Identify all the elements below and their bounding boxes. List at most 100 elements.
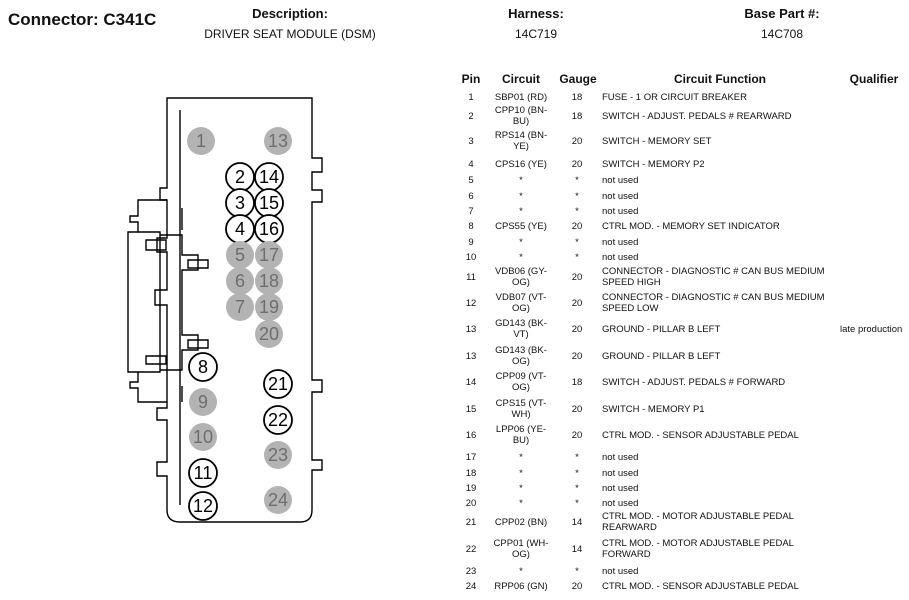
circuit-cell: GD143 (BK-OG) [495,345,547,367]
gauge-cell: 18 [571,91,583,103]
col-header-circuit: Circuit [501,72,540,86]
circuit-cell: * [519,451,523,463]
connector-pin-11: 11 [188,458,218,488]
gauge-cell: * [575,451,579,463]
pin-cell: 16 [465,429,477,441]
connector-pin-10: 10 [189,423,217,451]
pin-cell: 18 [465,467,477,479]
harness-label: Harness: [508,6,564,21]
description-value: DRIVER SEAT MODULE (DSM) [204,27,376,41]
connector-pin-label: 8 [198,357,208,377]
connector-pin-label: 14 [259,167,279,187]
connector-pin-7: 7 [226,293,254,321]
gauge-cell: * [575,190,579,202]
pin-cell: 24 [465,580,477,592]
connector-pin-label: 9 [198,392,208,412]
pin-cell: 22 [465,543,477,555]
pin-cell: 15 [465,403,477,415]
connector-pin-20: 20 [255,320,283,348]
connector-pin-6: 6 [226,267,254,295]
connector-pin-label: 12 [193,496,213,516]
col-header-function: Circuit Function [674,72,766,86]
function-cell: GROUND - PILLAR B LEFT [602,323,721,335]
table-row: 23**not used [455,564,905,578]
connector-pin-label: 10 [193,427,213,447]
function-cell: not used [602,497,639,509]
connector-pin-label: 19 [259,297,279,317]
pin-cell: 14 [465,376,477,388]
connector-pin-label: 23 [268,445,288,465]
pin-cell: 13 [465,350,477,362]
pin-cell: 13 [465,323,477,335]
col-header-pin: Pin [461,72,481,86]
function-cell: FUSE - 1 OR CIRCUIT BREAKER [602,91,747,103]
circuit-cell: * [519,236,523,248]
connector-pin-19: 19 [255,293,283,321]
pin-cell: 10 [465,251,477,263]
pin-cell: 11 [466,271,476,283]
gauge-cell: * [575,205,579,217]
circuit-cell: SBP01 (RD) [494,91,548,103]
pin-cell: 5 [468,174,474,186]
gauge-cell: 14 [571,516,583,528]
pin-cell: 8 [468,220,474,232]
connector-pin-label: 3 [235,193,245,213]
gauge-cell: 20 [571,158,583,170]
circuit-cell: CPS55 (YE) [495,220,547,232]
description-block: Description: DRIVER SEAT MODULE (DSM) [180,6,400,41]
connector-pin-label: 4 [235,219,245,239]
function-cell: SWITCH - ADJUST. PEDALS # REARWARD [602,110,792,122]
pin-cell: 6 [468,190,474,202]
pin-cell: 3 [468,135,474,147]
pin-cell: 9 [468,236,474,248]
connector-pin-label: 20 [259,324,279,344]
connector-pin-label: 11 [194,463,213,483]
function-cell: not used [602,482,639,494]
gauge-cell: 18 [571,110,583,122]
connector-housing-outline [127,97,323,523]
gauge-cell: * [575,497,579,509]
connector-pin-label: 1 [196,131,206,151]
circuit-cell: CPP10 (BN-BU) [494,105,548,127]
gauge-cell: 20 [571,580,583,592]
gauge-cell: 20 [571,271,583,283]
connector-pin-21: 21 [263,369,293,399]
connector-title: Connector: C341C [8,10,157,29]
function-cell: CTRL MOD. - MOTOR ADJUSTABLE PEDAL REARW… [602,511,794,533]
function-cell: CTRL MOD. - MOTOR ADJUSTABLE PEDAL FORWA… [602,538,794,560]
function-cell: not used [602,467,639,479]
function-cell: not used [602,251,639,263]
connector-pin-label: 7 [235,297,245,317]
table-row: 9**not used [455,235,905,249]
function-cell: SWITCH - MEMORY P1 [602,403,705,415]
gauge-cell: 20 [571,135,583,147]
connector-pin-label: 22 [268,410,288,430]
function-cell: not used [602,236,639,248]
circuit-cell: CPS15 (VT-WH) [495,398,547,420]
circuit-cell: * [519,174,523,186]
function-cell: SWITCH - MEMORY SET [602,135,712,147]
base-part-label: Base Part #: [744,6,820,21]
pin-cell: 20 [465,497,477,509]
base-part-block: Base Part #: 14C708 [722,6,842,41]
circuit-cell: CPP09 (VT-OG) [495,371,547,393]
function-cell: not used [602,174,639,186]
connector-pin-14: 14 [254,162,284,192]
connector-pin-3: 3 [225,188,255,218]
gauge-cell: 20 [571,297,583,309]
connector-pin-label: 18 [259,271,279,291]
pin-cell: 4 [468,158,474,170]
connector-pin-23: 23 [264,441,292,469]
col-header-qualifier: Qualifier [849,72,899,86]
connector-pin-17: 17 [255,241,283,269]
connector-pin-1: 1 [187,127,215,155]
circuit-cell: VDB07 (VT-OG) [495,292,547,314]
pin-cell: 1 [468,91,474,103]
gauge-cell: 20 [571,429,583,441]
